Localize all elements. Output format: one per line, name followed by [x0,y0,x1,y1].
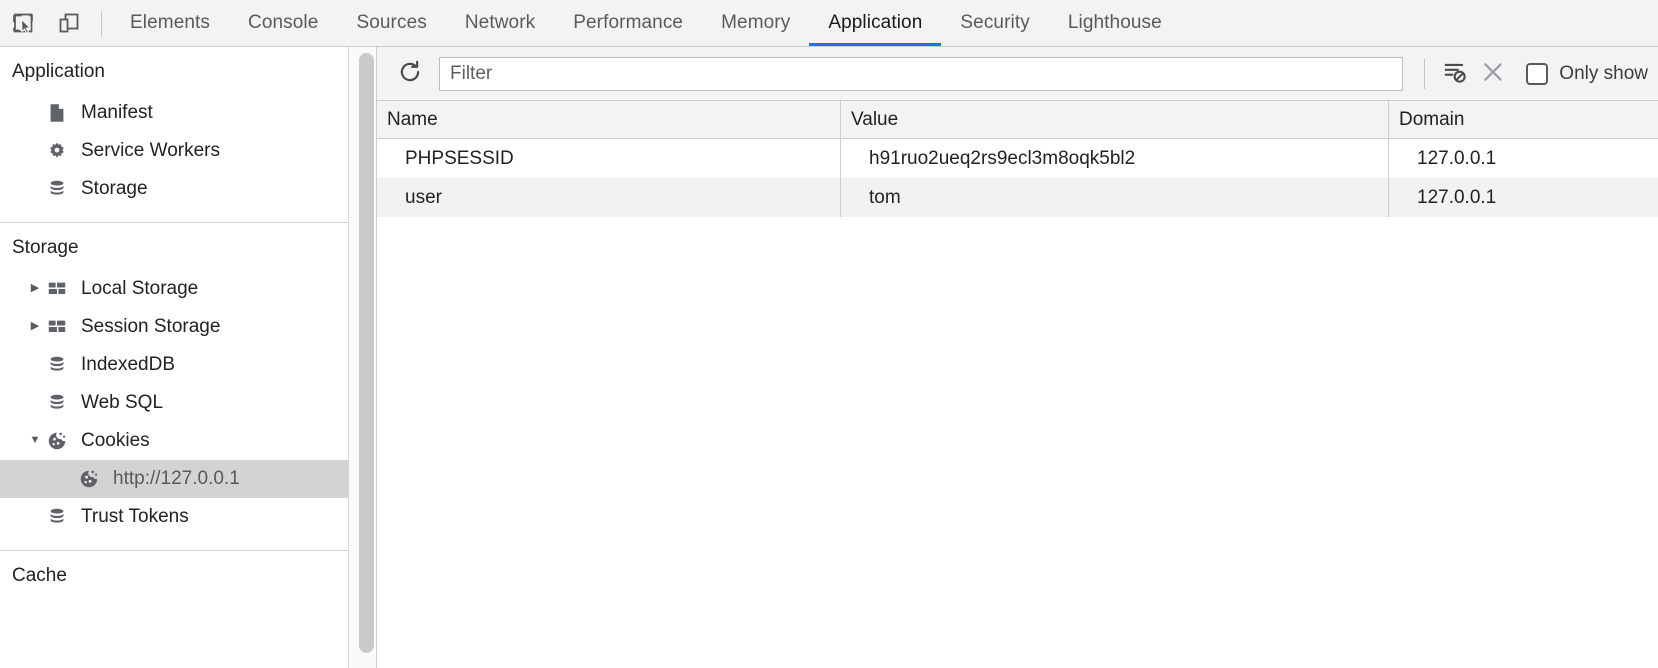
sidebar-section-spacer [0,597,348,611]
only-show-label: Only show [1559,62,1648,84]
cell-domain: 127.0.0.1 [1417,147,1497,169]
inspect-cursor-icon-button[interactable] [0,0,46,46]
sidebar-section-cache: Cache [0,549,348,612]
sidebar-section-title: Storage [12,236,79,258]
only-show-checkbox[interactable]: Only show [1526,62,1648,85]
only-show-checkbox-box[interactable] [1526,62,1549,85]
sidebar-section-storage: Storage ▶ Local Storage ▶ Session Storage ▶In… [0,221,348,550]
table-grid-icon [46,316,74,338]
sidebar-item-web-sql[interactable]: ▶Web SQL [0,384,348,422]
sidebar-item-label: Service Workers [81,140,221,162]
tab-performance[interactable]: Performance [573,12,684,33]
sidebar-scrollbar-thumb[interactable] [359,53,374,653]
cookies-table-header: Name Value Domain [377,101,1658,139]
cookies-table-empty-area [377,217,1658,668]
clear-all-cookies-button[interactable] [1474,55,1512,93]
database-icon [46,354,74,376]
database-icon [46,178,74,200]
sidebar-item-trust-tokens[interactable]: ▶Trust Tokens [0,498,348,536]
sidebar-item-label: Cookies [81,430,150,452]
sidebar-item-service-workers[interactable]: ▶Service Workers [0,132,348,170]
tab-application[interactable]: Application [809,0,942,46]
sidebar-item-storage[interactable]: ▶Storage [0,170,348,208]
sidebar-section-title: Cache [12,564,67,586]
inspect-cursor-icon [11,11,35,35]
sidebar-item-local-storage[interactable]: ▶ Local Storage [0,270,348,308]
sidebar-section-title: Application [12,61,105,82]
refresh-icon [397,59,423,88]
sidebar-item-manifest[interactable]: ▶Manifest [0,94,348,132]
panel-tab-list: Elements Console Sources Network Performance… [111,0,1181,46]
sidebar-item-label: Local Storage [81,278,199,300]
clear-filtered-cookies-icon [1442,59,1468,88]
cookie-icon [46,430,74,452]
chevron-right-icon[interactable]: ▶ [30,320,40,333]
sidebar-item-indexeddb[interactable]: ▶IndexedDB [0,346,348,384]
sidebar-item-http-127-0-0-1[interactable]: ▶http://127.0.0.1 [0,459,348,498]
sidebar-section-application: Application ▶Manifest▶Service Workers▶Sto… [0,47,348,222]
cookie-icon [78,468,106,490]
gear-icon [46,140,74,162]
devtools-body: Application▶Manifest▶Service Workers▶Sto… [0,47,1658,668]
devtools-tab-bar: Elements Console Sources Network Performance… [0,0,1658,47]
table-grid-icon [46,278,74,300]
sidebar-item-label: http://127.0.0.1 [113,468,240,490]
sidebar-section-spacer [0,208,348,222]
chevron-right-icon[interactable]: ▶ [30,282,40,295]
column-header-value[interactable]: Value [841,101,1389,138]
refresh-button[interactable] [391,55,429,93]
clear-filtered-cookies-button[interactable] [1436,55,1474,93]
cell-name: user [377,178,841,217]
tab-lighthouse[interactable]: Lighthouse [1067,12,1162,33]
sidebar-item-label: Trust Tokens [81,506,189,528]
application-sidebar: Application▶Manifest▶Service Workers▶Sto… [0,47,348,668]
sidebar-item-label: IndexedDB [81,354,176,376]
tab-elements[interactable]: Elements [130,12,211,33]
manifest-document-icon [46,102,74,124]
cell-name: PHPSESSID [377,139,841,178]
device-toolbar-icon-button[interactable] [46,0,92,46]
column-header-name[interactable]: Name [377,101,841,138]
tab-sources[interactable]: Sources [356,12,427,33]
sidebar-section-spacer [0,536,348,550]
sidebar-item-label: Manifest [81,102,153,124]
sidebar-item-label: Session Storage [81,316,221,338]
chevron-down-icon[interactable]: ▼ [29,434,41,447]
sidebar-item-label: Storage [81,178,148,200]
toolbar-divider [101,11,102,37]
close-x-icon [1480,59,1506,88]
toolbar-separator [1424,58,1426,89]
cookies-toolbar: Only show [377,47,1658,101]
cell-domain: 127.0.0.1 [1417,186,1497,208]
database-icon [46,506,74,528]
sidebar-item-session-storage[interactable]: ▶ Session Storage [0,308,348,346]
database-icon [46,392,74,414]
filter-input[interactable] [439,56,1404,91]
cell-value: tom [841,178,1389,217]
tab-memory[interactable]: Memory [721,12,791,33]
tab-security[interactable]: Security [960,12,1030,33]
sidebar-scrollbar[interactable] [348,47,376,668]
column-header-domain[interactable]: Domain [1399,108,1465,130]
sidebar-item-label: Web SQL [81,392,164,414]
tab-network[interactable]: Network [464,12,536,33]
device-toolbar-icon [57,11,81,35]
sidebar-item-cookies[interactable]: ▼ Cookies [0,422,348,460]
cookies-main-panel: Only show Name Value Domain PHPSESSIDh91… [376,47,1658,668]
tab-console[interactable]: Console [248,12,319,33]
cell-value: h91ruo2ueq2rs9ecl3m8oqk5bl2 [841,139,1389,178]
